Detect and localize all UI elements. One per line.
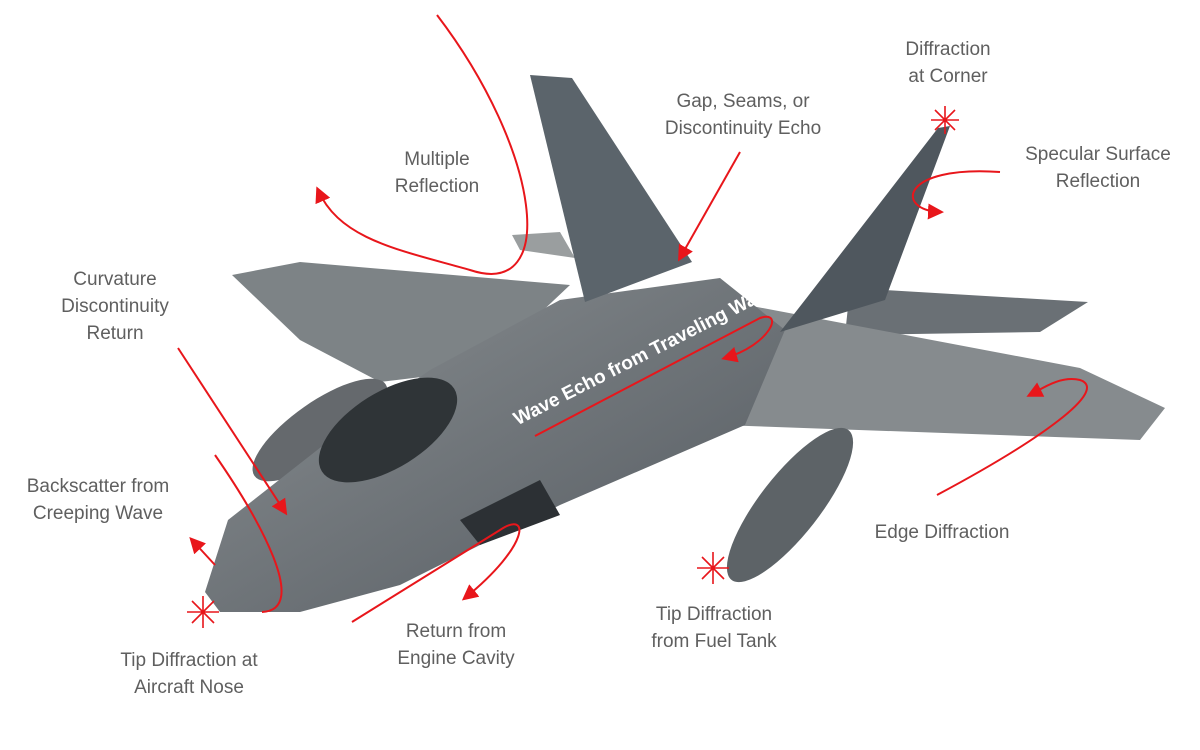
label-line: Reflection bbox=[1055, 171, 1141, 192]
engine-inlet bbox=[460, 480, 560, 545]
left-tail-stub bbox=[512, 232, 575, 258]
label-line: Return bbox=[86, 323, 144, 344]
label-line: from Fuel Tank bbox=[651, 631, 777, 652]
label-line: Aircraft Nose bbox=[134, 677, 244, 698]
red-arrows bbox=[177, 14, 1088, 623]
fuselage bbox=[205, 278, 785, 612]
label-tip-fuel-tank: Tip Diffraction from Fuel Tank bbox=[651, 601, 776, 655]
label-tip-nose: Tip Diffraction at Aircraft Nose bbox=[120, 647, 257, 701]
label-line: Specular Surface bbox=[1025, 144, 1171, 165]
gap-echo-arrow bbox=[678, 151, 741, 262]
label-line: at Corner bbox=[908, 66, 988, 87]
specular-arrow bbox=[911, 170, 1001, 220]
label-line: Backscatter from bbox=[26, 476, 170, 497]
label-line: Edge Diffraction bbox=[874, 522, 1010, 543]
label-edge-diffraction: Edge Diffraction bbox=[875, 519, 1010, 546]
corner-starburst-icon bbox=[931, 106, 959, 134]
label-gap-seams: Gap, Seams, or Discontinuity Echo bbox=[665, 88, 821, 142]
right-stabilizer bbox=[845, 288, 1088, 335]
canopy bbox=[318, 377, 458, 483]
label-line: Creeping Wave bbox=[32, 503, 164, 524]
curvature-arrow bbox=[177, 347, 288, 516]
creeping-wave-path bbox=[214, 454, 283, 613]
backscatter-arrow bbox=[189, 537, 216, 566]
label-line: Reflection bbox=[394, 176, 480, 197]
traveling-wave-arrow bbox=[534, 315, 773, 437]
label-line: Return from bbox=[405, 621, 507, 642]
right-fuel-tank bbox=[726, 427, 854, 583]
label-line: Discontinuity bbox=[61, 296, 169, 317]
fuel-tank-starburst-icon bbox=[697, 552, 729, 584]
label-line: Gap, Seams, or bbox=[676, 91, 810, 112]
right-wing bbox=[720, 300, 1165, 440]
label-line: Engine Cavity bbox=[397, 648, 515, 669]
label-line: Curvature bbox=[73, 269, 157, 290]
right-vertical-tail bbox=[780, 126, 950, 332]
multiple-reflection-arrow bbox=[315, 14, 529, 275]
nose-starburst-icon bbox=[187, 596, 219, 628]
label-line: Tip Diffraction bbox=[655, 604, 773, 625]
label-line: Tip Diffraction at bbox=[120, 650, 258, 671]
label-line: Discontinuity Echo bbox=[664, 118, 822, 139]
engine-arrow bbox=[351, 523, 521, 623]
left-vertical-tail bbox=[530, 75, 692, 302]
label-diffraction-corner: Diffraction at Corner bbox=[905, 36, 990, 90]
diffraction-starbursts bbox=[187, 106, 959, 628]
label-line: Multiple bbox=[404, 149, 470, 170]
left-fuel-tank bbox=[252, 378, 388, 482]
airframe bbox=[205, 75, 1165, 612]
label-line: Diffraction bbox=[905, 39, 991, 60]
edge-arrow bbox=[936, 378, 1088, 496]
